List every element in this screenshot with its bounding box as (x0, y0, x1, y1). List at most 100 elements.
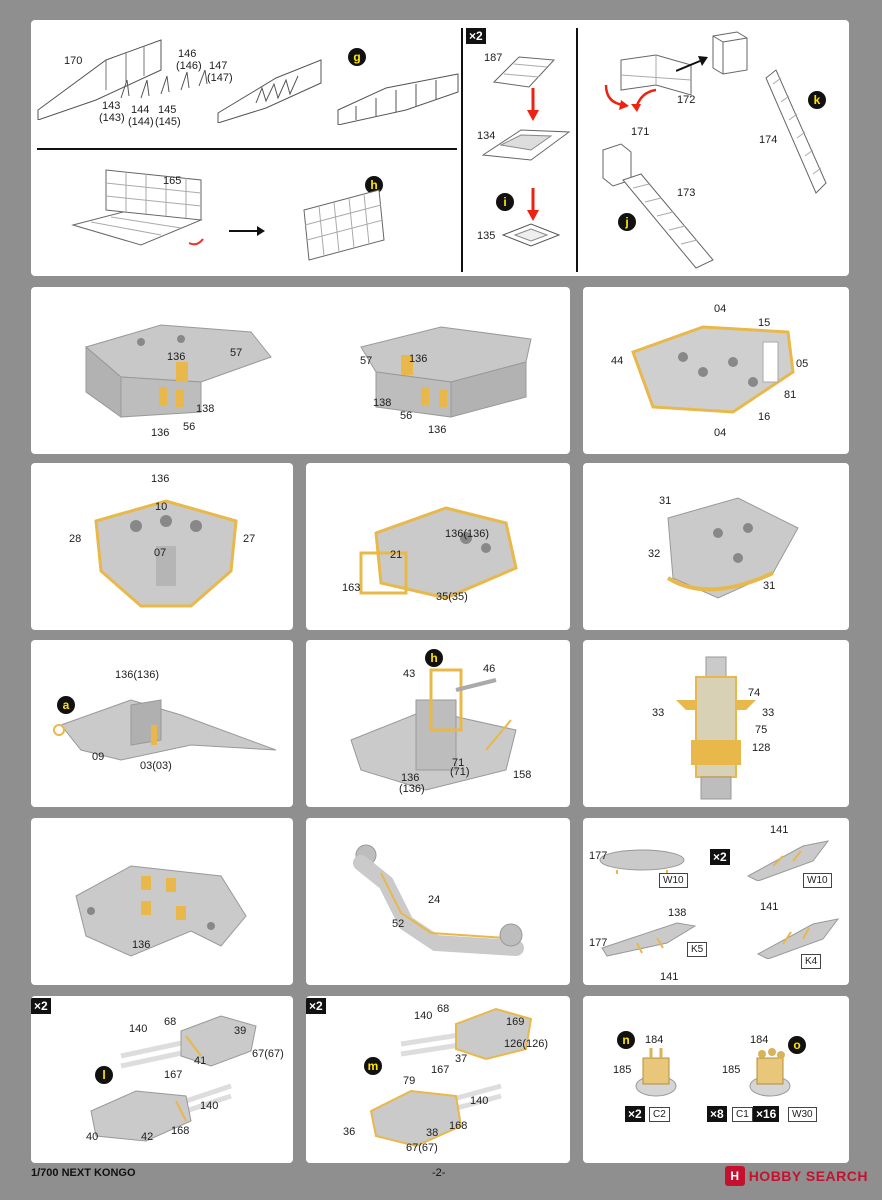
photo-r5-c: n 184 185 o 184 185 ×2 C2 ×8 C1 ×16 W30 (583, 996, 849, 1163)
label-04b: 04 (714, 427, 727, 439)
label-71: 71 (452, 757, 465, 769)
stair-assembly-drawing (217, 59, 322, 123)
bridge-deck-model-right (360, 326, 532, 418)
label-146: 146 (178, 48, 197, 60)
photo-r4-c: 177 W10 ×2 141 W10 138 177 K5 141 141 K4 (583, 818, 849, 985)
label-168: 168 (171, 1125, 190, 1137)
top-deck-model (631, 325, 795, 414)
label-71b: (71) (450, 766, 470, 778)
label-171: 171 (631, 126, 650, 138)
label-167-b: 167 (431, 1064, 450, 1076)
label-145b: (145) (155, 116, 181, 128)
photo-r3-a: a 136(136) 09 03(03) (31, 640, 293, 807)
label-141b: 141 (660, 971, 679, 983)
small-brackets-drawing (120, 70, 208, 99)
label-138: 138 (196, 403, 215, 415)
red-arrow-down-2 (527, 188, 539, 221)
label-15: 15 (758, 317, 771, 329)
photo-r2-b: 136(136) 21 163 35(35) (306, 463, 570, 630)
label-31b: 31 (763, 580, 776, 592)
step-circle-a: a (57, 696, 75, 714)
step-circle-o: o (788, 1036, 806, 1054)
label-68-b: 68 (437, 1003, 450, 1015)
label-04: 04 (714, 303, 727, 315)
step-circle-k: k (808, 91, 826, 109)
code-w10b: W10 (803, 873, 832, 888)
multiplier-x2-boats: ×2 (710, 849, 730, 865)
label-184: 184 (645, 1034, 664, 1046)
label-31: 31 (659, 495, 672, 507)
code-c2: C2 (649, 1107, 670, 1122)
label-184b: 184 (750, 1034, 769, 1046)
label-173: 173 (677, 187, 696, 199)
part-165-grid-drawing (71, 169, 204, 246)
label-136-r4a: 136 (132, 939, 151, 951)
label-57-right: 57 (360, 355, 373, 367)
label-134: 134 (477, 130, 496, 142)
label-135: 135 (477, 230, 496, 242)
boat-k5-model (601, 922, 697, 957)
part-171-173-ladder-drawing (602, 143, 714, 269)
label-36: 36 (343, 1126, 356, 1138)
step-circle-l: l (95, 1066, 113, 1084)
label-140b-b: 140 (470, 1095, 489, 1107)
label-136: 136 (167, 351, 186, 363)
bridge-deck-model-left (84, 324, 272, 418)
label-136-r2a: 136 (151, 473, 170, 485)
top-left-divider (37, 148, 457, 150)
label-165: 165 (163, 175, 182, 187)
top-mid-divider-1 (461, 28, 463, 272)
multiplier-x16: ×16 (753, 1106, 780, 1122)
part-172-drawing (620, 54, 692, 96)
multiplier-x2-c2: ×2 (625, 1106, 645, 1122)
label-143b: (143) (99, 112, 125, 124)
label-21: 21 (390, 549, 403, 561)
label-144: 144 (131, 104, 150, 116)
label-79: 79 (403, 1075, 416, 1087)
forward-deck-model (53, 699, 277, 761)
brand-logo-icon: H (724, 1166, 745, 1186)
label-42: 42 (141, 1131, 154, 1143)
label-138-right: 138 (373, 397, 392, 409)
compass-deck-model (666, 497, 799, 599)
step-circle-m: m (364, 1057, 382, 1075)
photo-r3-b: h 43 46 71 (71) 136 (136) 158 (306, 640, 570, 807)
label-81: 81 (784, 389, 797, 401)
label-168-b: 168 (449, 1120, 468, 1132)
boat-w10-model (599, 849, 685, 874)
label-44: 44 (611, 355, 624, 367)
label-40: 40 (86, 1131, 99, 1143)
photo-r5-a: ×2 68 140 39 41 67(67) l 167 140 40 42 1… (31, 996, 293, 1163)
photo-r2-a: 136 10 28 27 07 (31, 463, 293, 630)
label-144b: (144) (128, 116, 154, 128)
part-135-drawing (501, 223, 561, 247)
label-126-126: 126(126) (504, 1038, 549, 1050)
aa-gun-model-o (749, 1048, 791, 1097)
photo-r5-b: ×2 68 140 169 126(126) 37 m 167 79 140 3… (306, 996, 570, 1163)
photo-r4-a: 136 (31, 818, 293, 985)
code-w30: W30 (788, 1107, 817, 1122)
catwalk-model (353, 844, 524, 956)
photo-r4-b: 24 52 (306, 818, 570, 985)
code-k5: K5 (687, 942, 708, 957)
label-138-boat: 138 (668, 907, 687, 919)
step-circle-n: n (617, 1031, 635, 1049)
label-10: 10 (155, 501, 168, 513)
label-136-right: 136 (409, 353, 428, 365)
label-56: 56 (183, 421, 196, 433)
step-circle-g: g (348, 48, 366, 66)
multiplier-x2-r5b: ×2 (306, 998, 326, 1014)
multiplier-x8: ×8 (707, 1106, 727, 1122)
code-w10: W10 (659, 873, 688, 888)
label-136b: 136 (151, 427, 170, 439)
label-170: 170 (64, 55, 83, 67)
label-24: 24 (428, 894, 441, 906)
label-140b: 140 (200, 1100, 219, 1112)
label-33: 33 (652, 707, 665, 719)
label-128: 128 (752, 742, 771, 754)
label-57: 57 (230, 347, 243, 359)
label-145: 145 (158, 104, 177, 116)
part-172-box-drawing (712, 31, 748, 75)
label-03-03: 03(03) (140, 760, 172, 772)
step-circle-j: j (618, 213, 636, 231)
